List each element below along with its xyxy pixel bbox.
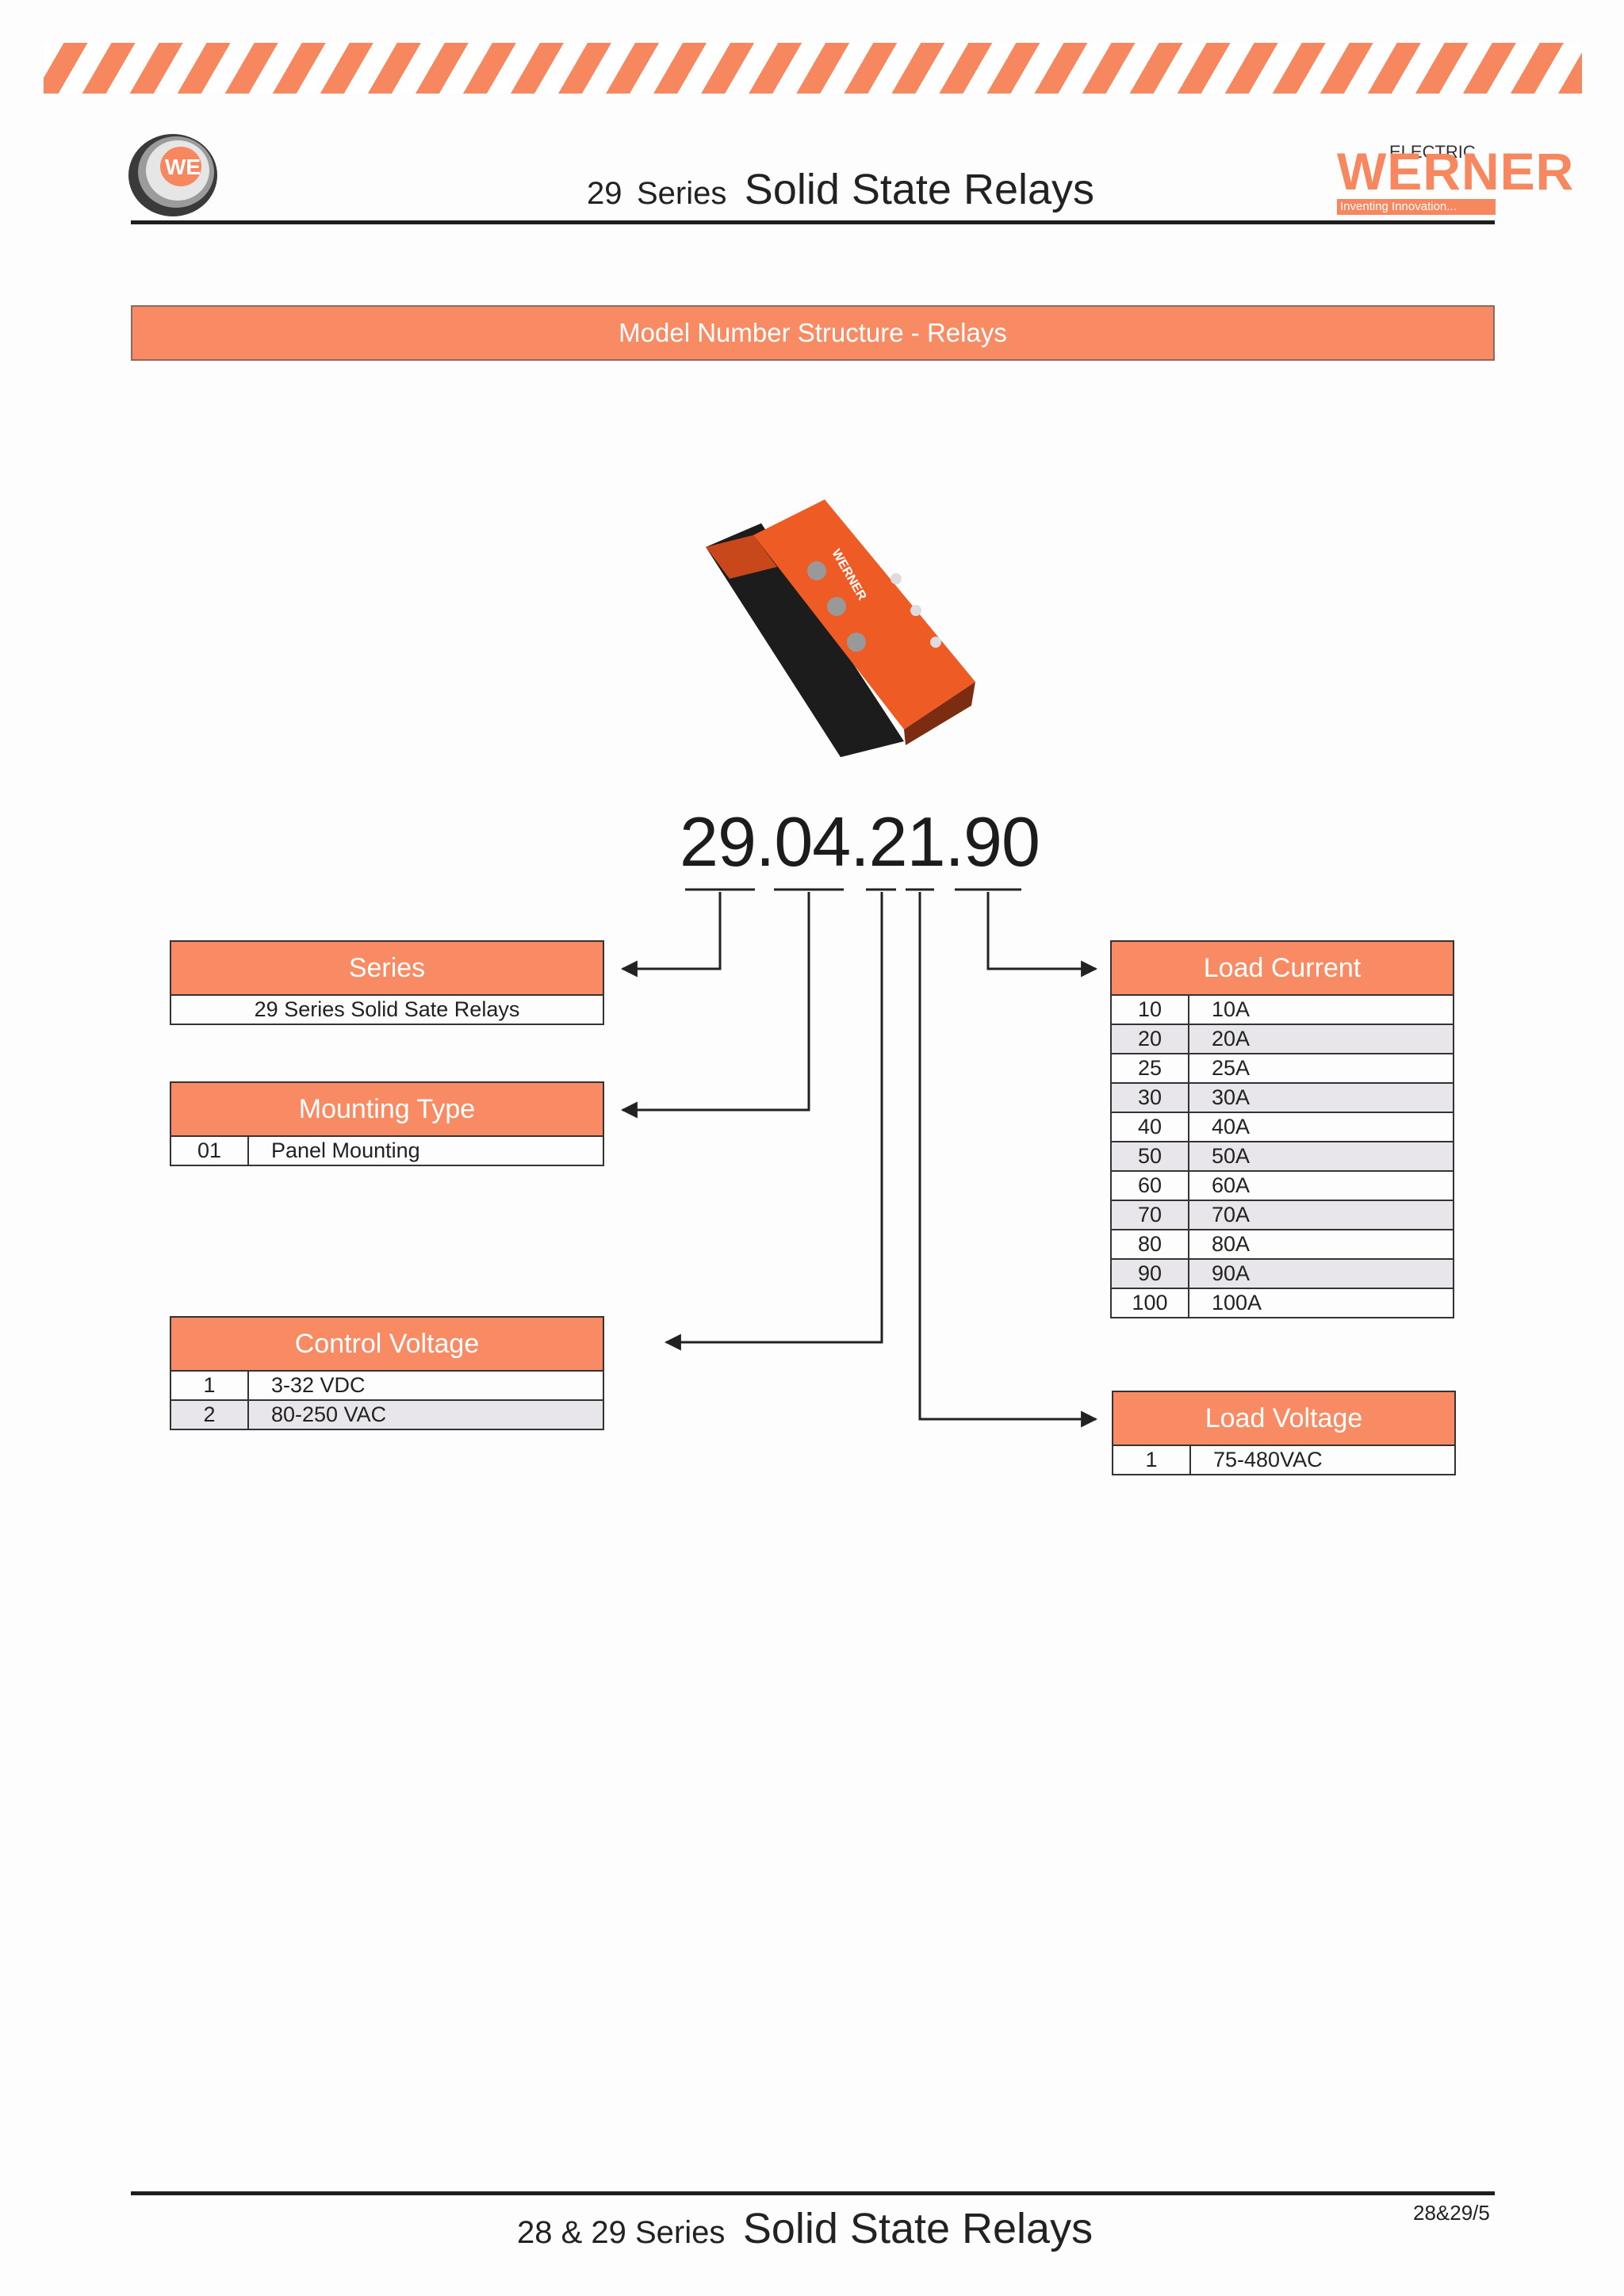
header-rule: [131, 220, 1495, 224]
footer-series-prefix: 28 & 29 Series: [517, 2215, 726, 2250]
current-code: 100: [1110, 1288, 1189, 1318]
mounting-table: Mounting Type 01 Panel Mounting: [170, 1081, 604, 1166]
page-code: 28&29/5: [1413, 2201, 1490, 2225]
header-title: Solid State Relays: [744, 166, 1095, 213]
footer-title-text: Solid State Relays: [742, 2205, 1094, 2252]
mounting-value: Panel Mounting: [247, 1135, 604, 1166]
series-value: 29 Series Solid Sate Relays: [170, 994, 604, 1025]
control-code: 2: [170, 1399, 249, 1430]
voltage-code: 1: [1112, 1445, 1191, 1475]
current-code: 10: [1110, 994, 1189, 1025]
control-value: 80-250 VAC: [247, 1399, 604, 1430]
mounting-title: Mounting Type: [170, 1081, 604, 1137]
current-code: 50: [1110, 1141, 1189, 1172]
current-value: 50A: [1188, 1141, 1454, 1172]
series-title: Series: [170, 940, 604, 996]
control-voltage-table: Control Voltage 1 3-32 VDC 2 80-250 VAC: [170, 1316, 604, 1430]
section-banner: Model Number Structure - Relays: [131, 305, 1495, 361]
current-value: 70A: [1188, 1200, 1454, 1230]
logo-initials: WE: [165, 155, 201, 179]
model-code: 29.04.21.90: [680, 802, 1040, 881]
hazard-stripe-band: [44, 43, 1582, 94]
brand-tagline: Inventing Innovation...: [1337, 199, 1496, 215]
werner-brand-logo: ELECTRIC WERNER Inventing Innovation...: [1337, 131, 1573, 218]
current-value: 20A: [1188, 1024, 1454, 1054]
current-code: 20: [1110, 1024, 1189, 1054]
header-series-number: 29: [587, 176, 622, 211]
we-logo: WE: [127, 131, 222, 218]
current-value: 40A: [1188, 1112, 1454, 1142]
current-value: 80A: [1188, 1229, 1454, 1260]
current-value: 100A: [1188, 1288, 1454, 1318]
current-code: 90: [1110, 1258, 1189, 1289]
current-value: 30A: [1188, 1082, 1454, 1113]
current-value: 10A: [1188, 994, 1454, 1025]
brand-name: WERNER: [1337, 142, 1575, 201]
current-code: 60: [1110, 1170, 1189, 1201]
control-code: 1: [170, 1370, 249, 1401]
current-value: 60A: [1188, 1170, 1454, 1201]
current-code: 25: [1110, 1053, 1189, 1084]
current-code: 70: [1110, 1200, 1189, 1230]
load-voltage-title: Load Voltage: [1112, 1391, 1456, 1446]
voltage-value: 75-480VAC: [1189, 1445, 1456, 1475]
current-code: 80: [1110, 1229, 1189, 1260]
banner-label: Model Number Structure - Relays: [619, 318, 1007, 347]
current-code: 30: [1110, 1082, 1189, 1113]
page-title: 29 Series Solid State Relays: [587, 165, 1094, 214]
header-series-word: Series: [636, 176, 727, 211]
current-value: 90A: [1188, 1258, 1454, 1289]
footer-rule: [131, 2191, 1495, 2195]
brand-electric: ELECTRIC: [1389, 142, 1476, 162]
series-table: Series 29 Series Solid Sate Relays: [170, 940, 604, 1025]
load-current-title: Load Current: [1110, 940, 1454, 996]
control-value: 3-32 VDC: [247, 1370, 604, 1401]
relay-product-image: WERNER: [698, 492, 983, 769]
footer-title: 28 & 29 Series Solid State Relays: [517, 2204, 1093, 2253]
mounting-code: 01: [170, 1135, 249, 1166]
current-code: 40: [1110, 1112, 1189, 1142]
control-voltage-title: Control Voltage: [170, 1316, 604, 1372]
current-value: 25A: [1188, 1053, 1454, 1084]
load-voltage-table: Load Voltage 1 75-480VAC: [1112, 1391, 1456, 1475]
